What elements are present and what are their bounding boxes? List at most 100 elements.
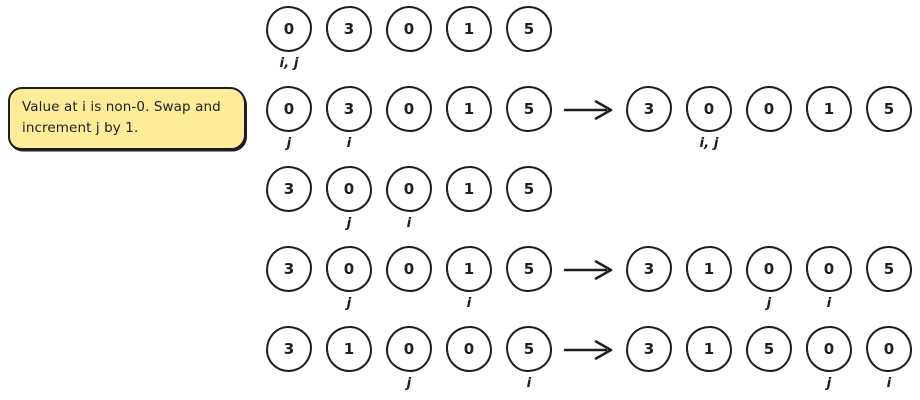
cell-value: 3 <box>643 100 655 118</box>
value-circle: 0 <box>326 246 372 292</box>
value-circle: 1 <box>446 166 492 212</box>
array-cell: 5 <box>866 86 912 153</box>
cell-value: 0 <box>463 340 475 358</box>
cell-value: 5 <box>523 100 535 118</box>
pointer-label: j <box>346 295 352 311</box>
array-cell: 1 <box>686 326 732 393</box>
array-cell: 3 <box>626 246 672 313</box>
array-cell: 1 <box>446 86 492 153</box>
diagram-row-1: 0 i, j 3 0 1 5 <box>266 6 552 73</box>
array-cell: 5 <box>506 86 552 153</box>
array-group-left: 0 i, j 3 0 1 5 <box>266 6 552 73</box>
cell-value: 1 <box>823 100 835 118</box>
value-circle: 5 <box>746 326 792 372</box>
pointer-label: j <box>286 135 292 151</box>
cell-value: 5 <box>883 100 895 118</box>
array-cell: 1 <box>686 246 732 313</box>
value-circle: 5 <box>506 326 552 372</box>
cell-value: 1 <box>343 340 355 358</box>
value-circle: 3 <box>326 6 372 52</box>
cell-value: 3 <box>343 100 355 118</box>
value-circle: 0 <box>266 6 312 52</box>
cell-value: 5 <box>523 180 535 198</box>
cell-value: 3 <box>343 20 355 38</box>
array-cell: 3 <box>266 166 312 233</box>
cell-value: 3 <box>283 180 295 198</box>
cell-value: 1 <box>703 260 715 278</box>
value-circle: 5 <box>506 166 552 212</box>
value-circle: 0 <box>326 166 372 212</box>
pointer-label: i, j <box>699 135 719 151</box>
array-cell: 0 <box>386 6 432 73</box>
array-cell: 3 <box>266 326 312 393</box>
cell-value: 3 <box>283 260 295 278</box>
cell-value: 5 <box>523 260 535 278</box>
value-circle: 3 <box>266 246 312 292</box>
pointer-label: j <box>406 375 412 391</box>
value-circle: 3 <box>266 166 312 212</box>
array-cell: 1 <box>446 166 492 233</box>
cell-value: 5 <box>763 340 775 358</box>
pointer-label: j <box>826 375 832 391</box>
value-circle: 0 <box>386 166 432 212</box>
value-circle: 0 <box>686 86 732 132</box>
cell-value: 0 <box>403 100 415 118</box>
array-cell: 0 i, j <box>686 86 732 153</box>
cell-value: 0 <box>703 100 715 118</box>
note-text: Value at i is non-0. Swap and increment … <box>22 99 221 136</box>
array-cell: 1 <box>806 86 852 153</box>
cell-value: 0 <box>403 260 415 278</box>
array-cell: 3 <box>326 6 372 73</box>
value-circle: 5 <box>866 86 912 132</box>
cell-value: 1 <box>463 20 475 38</box>
cell-value: 0 <box>403 180 415 198</box>
cell-value: 1 <box>463 100 475 118</box>
arrow-box <box>552 257 626 283</box>
sticky-note: Value at i is non-0. Swap and increment … <box>8 87 246 150</box>
value-circle: 0 <box>386 326 432 372</box>
pointer-label: i, j <box>279 55 299 71</box>
cell-value: 5 <box>883 260 895 278</box>
right-arrow-icon <box>564 340 613 360</box>
cell-value: 0 <box>403 340 415 358</box>
array-group-right: 3 0 i, j 0 1 5 <box>626 86 912 153</box>
value-circle: 0 <box>386 86 432 132</box>
value-circle: 0 <box>386 246 432 292</box>
value-circle: 3 <box>626 86 672 132</box>
array-cell: 5 <box>506 246 552 313</box>
value-circle: 3 <box>626 326 672 372</box>
cell-value: 0 <box>823 260 835 278</box>
value-circle: 1 <box>326 326 372 372</box>
cell-value: 5 <box>523 20 535 38</box>
cell-value: 1 <box>463 180 475 198</box>
value-circle: 3 <box>266 326 312 372</box>
array-cell: 5 <box>506 6 552 73</box>
value-circle: 0 <box>266 86 312 132</box>
cell-value: 1 <box>463 260 475 278</box>
pointer-label: i <box>466 295 472 311</box>
cell-value: 0 <box>763 100 775 118</box>
value-circle: 1 <box>446 6 492 52</box>
cell-value: 5 <box>523 340 535 358</box>
arrow-box <box>552 337 626 363</box>
array-cell: 0 i, j <box>266 6 312 73</box>
value-circle: 3 <box>326 86 372 132</box>
value-circle: 0 <box>746 246 792 292</box>
pointer-label: i <box>346 135 352 151</box>
